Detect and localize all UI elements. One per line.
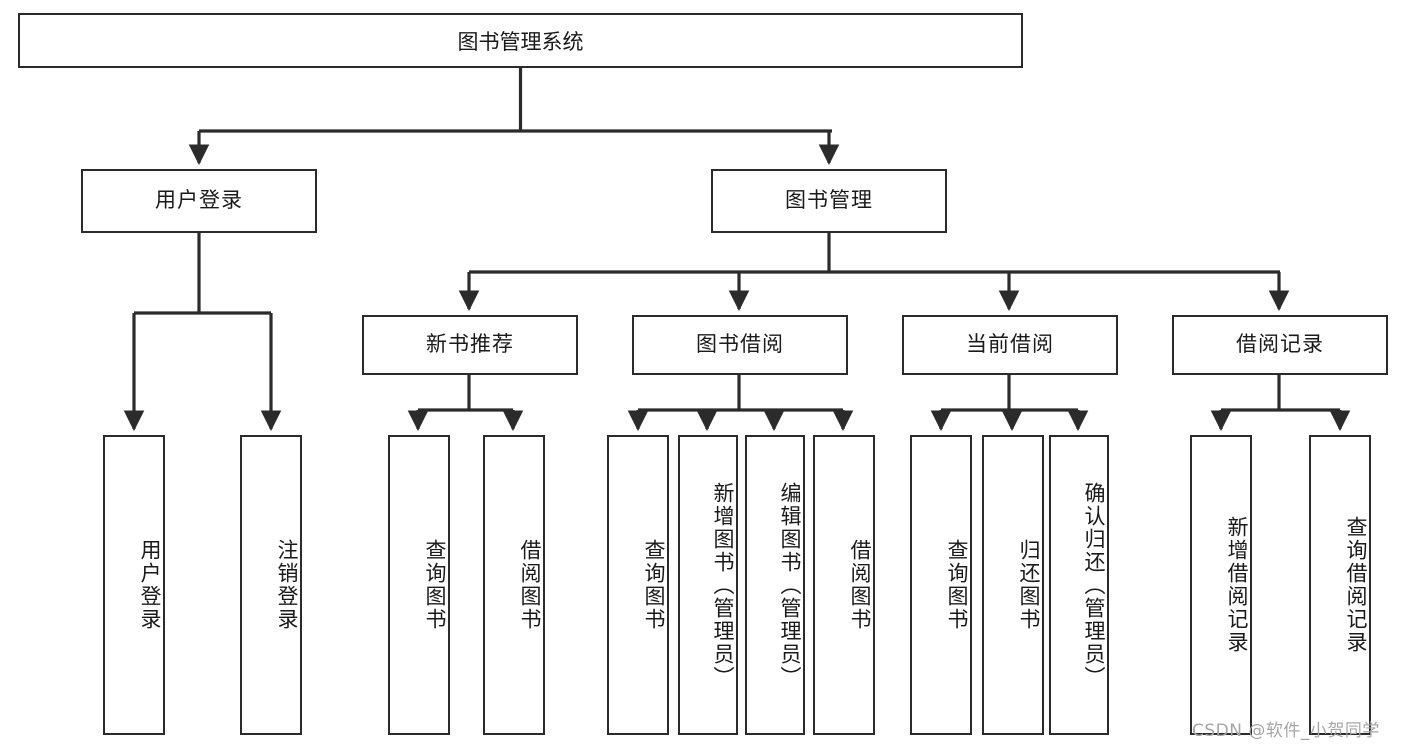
leaf-user-login[interactable]: 用户登录 [103, 435, 165, 735]
leaf-label: 查询图书 [642, 539, 666, 631]
leaf-label: 编辑图书（管理员） [778, 481, 802, 689]
leaf-label: 归还图书 [1017, 539, 1041, 631]
leaf-query-book-1[interactable]: 查询图书 [388, 435, 450, 735]
leaf-label: 查询借阅记录 [1344, 516, 1368, 654]
leaf-borrow-book-1[interactable]: 借阅图书 [483, 435, 545, 735]
leaf-return-book[interactable]: 归还图书 [982, 435, 1044, 735]
leaf-label: 查询图书 [423, 539, 447, 631]
leaf-confirm-return[interactable]: 确认归还（管理员） [1049, 435, 1109, 735]
leaf-label: 借阅图书 [848, 539, 872, 631]
leaf-label: 用户登录 [138, 539, 162, 631]
leaf-label: 注销登录 [275, 539, 299, 631]
node-current-borrow[interactable]: 当前借阅 [902, 315, 1118, 375]
leaf-query-record[interactable]: 查询借阅记录 [1309, 435, 1371, 735]
leaf-label: 新增图书（管理员） [711, 481, 735, 689]
leaf-label: 查询图书 [945, 539, 969, 631]
node-user-login[interactable]: 用户登录 [81, 169, 317, 233]
leaf-query-book-2[interactable]: 查询图书 [607, 435, 669, 735]
node-book-manage[interactable]: 图书管理 [711, 169, 947, 233]
leaf-add-book[interactable]: 新增图书（管理员） [678, 435, 738, 735]
leaf-add-record[interactable]: 新增借阅记录 [1190, 435, 1252, 735]
leaf-borrow-book-2[interactable]: 借阅图书 [813, 435, 875, 735]
node-book-borrow[interactable]: 图书借阅 [632, 315, 848, 375]
leaf-label: 确认归还（管理员） [1082, 481, 1106, 689]
leaf-label: 借阅图书 [518, 539, 542, 631]
leaf-edit-book[interactable]: 编辑图书（管理员） [745, 435, 805, 735]
leaf-label: 新增借阅记录 [1225, 516, 1249, 654]
node-borrow-record[interactable]: 借阅记录 [1172, 315, 1388, 375]
node-root[interactable]: 图书管理系统 [18, 13, 1023, 68]
node-new-book-recommend[interactable]: 新书推荐 [362, 315, 578, 375]
csdn-watermark: CSDN @软件_小贺同学 [1192, 721, 1380, 741]
leaf-logout-login[interactable]: 注销登录 [240, 435, 302, 735]
leaf-query-book-3[interactable]: 查询图书 [910, 435, 972, 735]
